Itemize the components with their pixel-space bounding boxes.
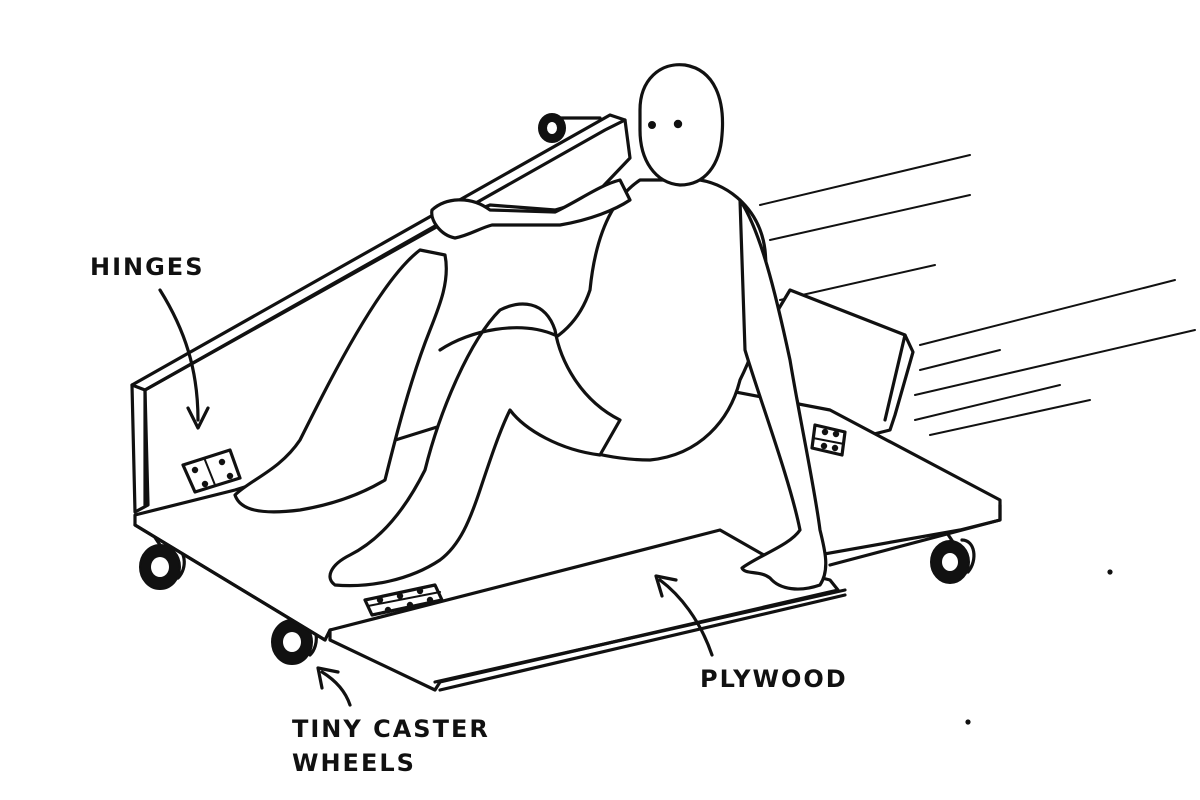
caster-wheel-back (538, 113, 602, 143)
speed-lines (759, 154, 1196, 436)
label-caster-wheels-line1: TINY CASTER (292, 715, 490, 743)
seated-figure (233, 63, 828, 591)
hinge-right (810, 423, 847, 457)
left-side-panel (130, 113, 632, 514)
caster-arrow (316, 666, 352, 707)
caster-wheel-right (930, 528, 976, 584)
hinge-front (363, 583, 444, 617)
caster-wheel-front-center (271, 603, 318, 665)
hinges-arrow (158, 288, 210, 430)
label-hinges: HINGES (90, 253, 205, 281)
caster-wheel-left-front (139, 528, 186, 590)
hinge-left (181, 448, 242, 494)
label-plywood: PLYWOOD (700, 665, 848, 693)
plywood-arrow (654, 574, 714, 657)
plywood-front-flap (328, 528, 847, 692)
label-caster-wheels-line2: WHEELS (292, 749, 416, 777)
